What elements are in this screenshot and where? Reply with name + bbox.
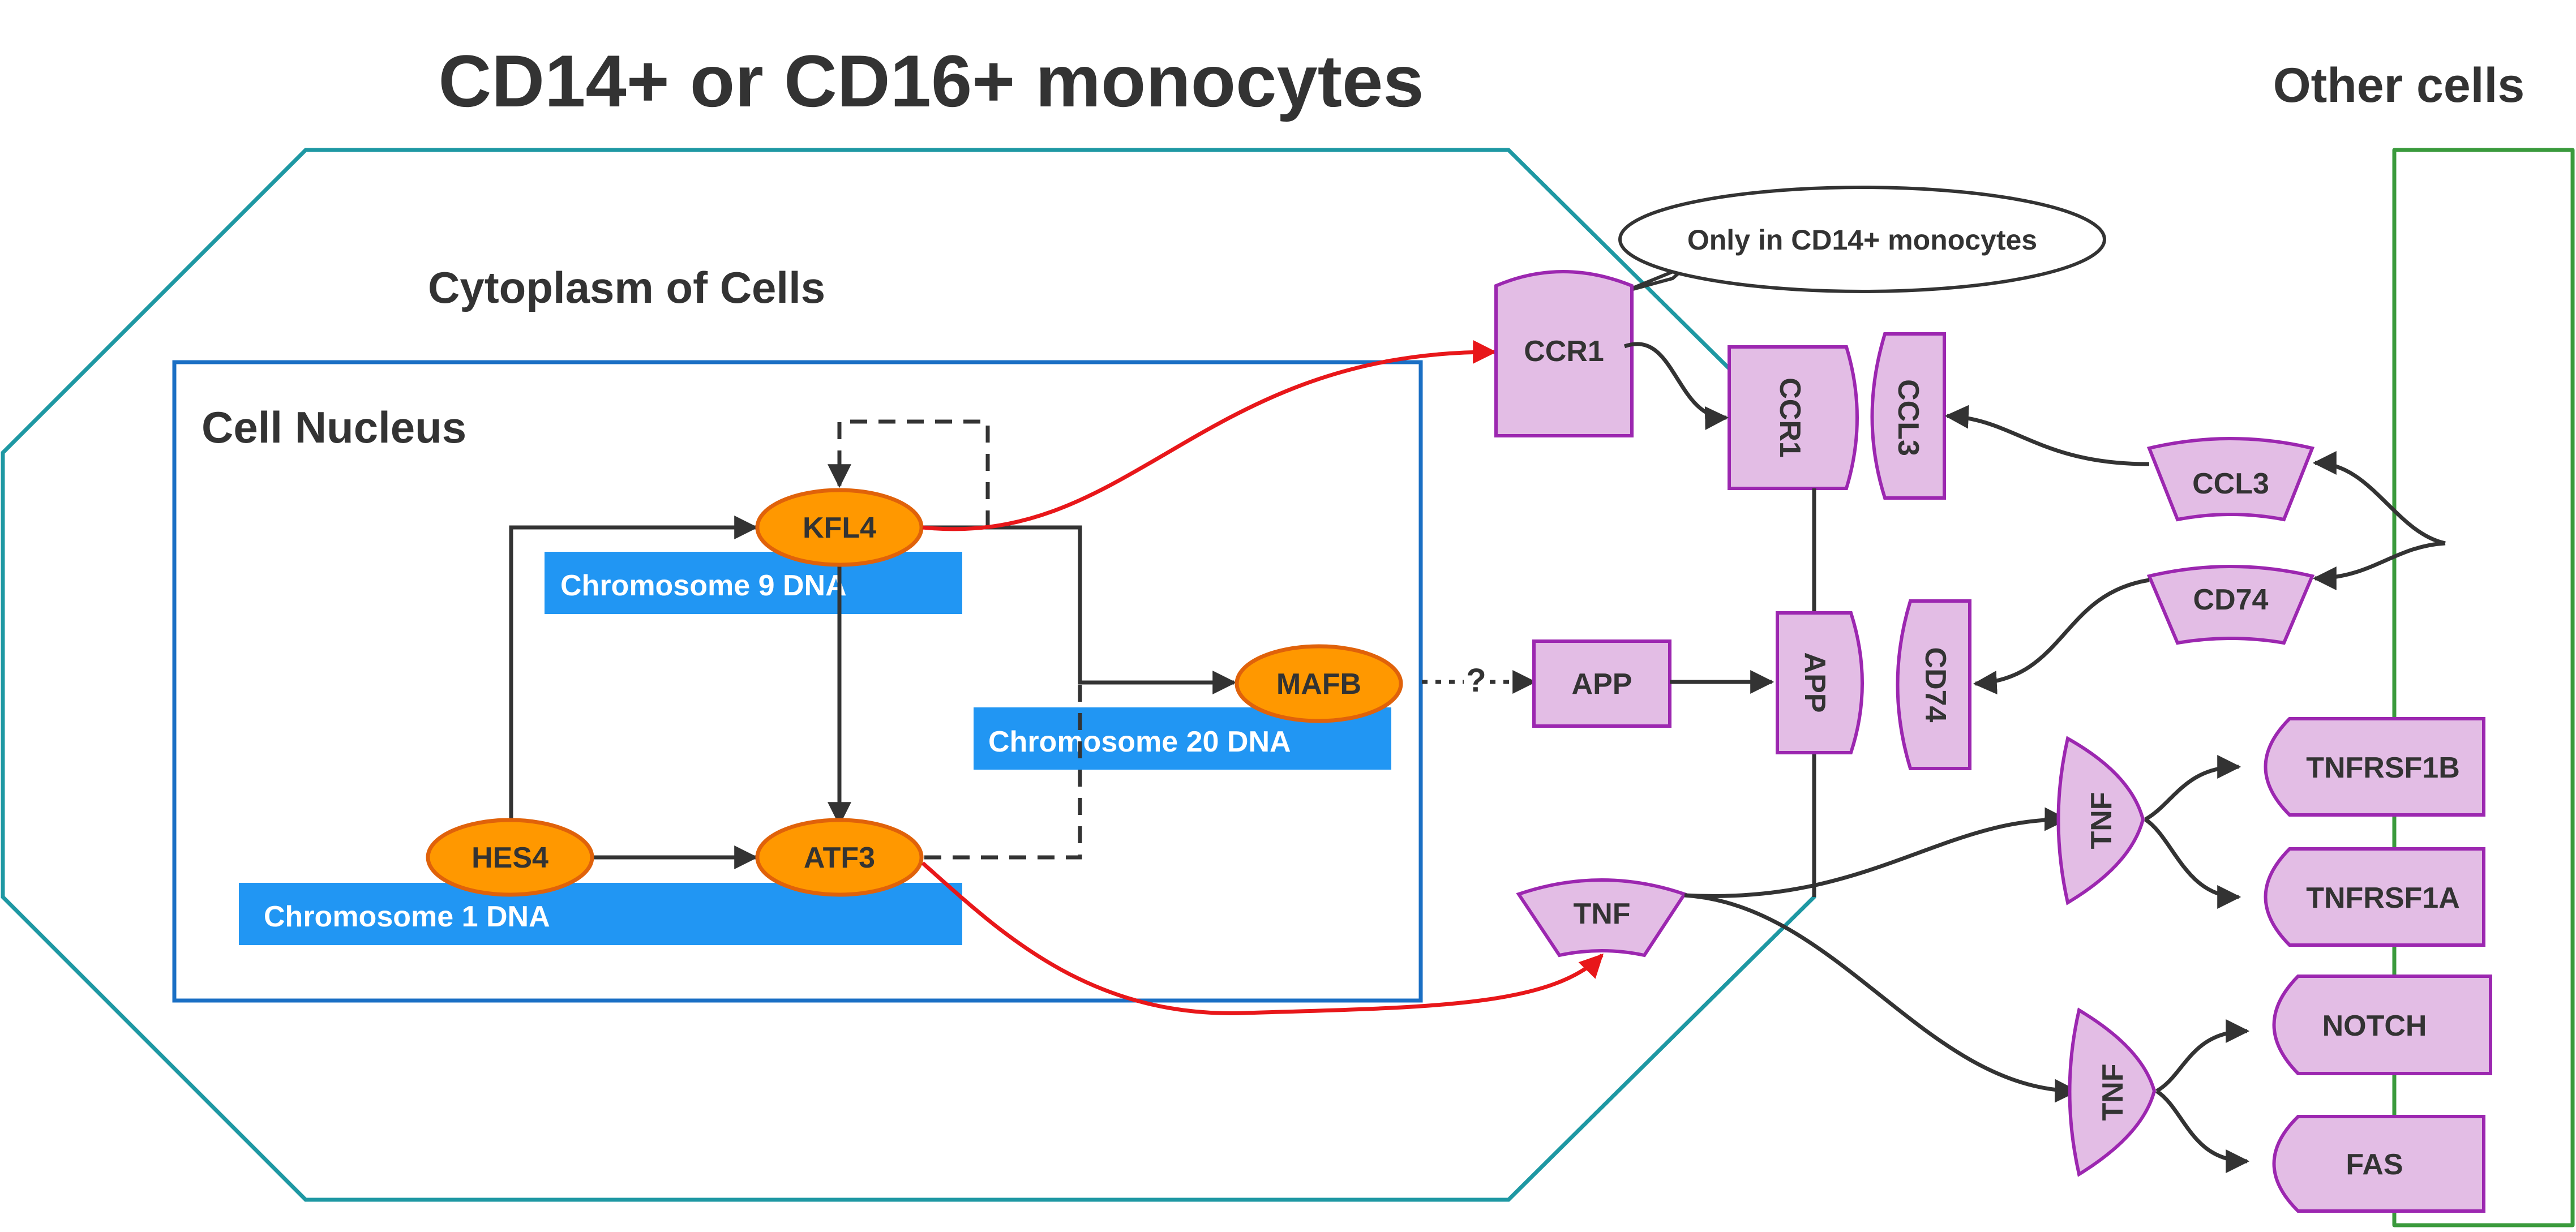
protein-app-cytoplasm [1532,639,1671,728]
gene-atf3-label: ATF3 [804,842,875,874]
protein-ccl3-extracellular [2146,437,2315,522]
gene-hes4-label: HES4 [472,842,548,874]
cell-nucleus-box [172,360,1423,1003]
gene-hes4 [426,818,594,897]
protein-notch-label: NOTCH [2322,1010,2427,1042]
edge-tnf-notch [2155,1019,2250,1093]
protein-cd74-bound [1896,599,1971,770]
protein-cd74-extracellular-label: CD74 [2193,583,2269,616]
protein-tnfrsf1b [2264,717,2485,817]
callout-text: Only in CD14+ monocytes [1687,224,2037,256]
gene-kfl4 [755,488,924,567]
protein-tnf-lower-label: TNF [2097,1063,2129,1121]
edge-othercells-ccl3 [2312,451,2446,546]
protein-tnf-lower [2068,1007,2157,1177]
other-cells-title: Other cells [2273,58,2525,113]
edge-ccr1-translocation [1623,342,1729,430]
protein-tnf-cytoplasm [1516,878,1687,958]
protein-ccl3-bound-label: CCL3 [1892,379,1925,456]
callout-bubble [1618,186,2106,293]
protein-app-membrane [1776,611,1864,754]
gene-mafb-label: MAFB [1276,668,1361,701]
edge-atf3-tnf [921,861,1604,1015]
edge-tnf-tnfrsf1b [2144,755,2241,822]
chromosome-9-label: Chromosome 9 DNA [560,569,847,602]
edge-kfl4-self-loop [828,419,990,527]
main-title: CD14+ or CD16+ monocytes [438,40,1424,122]
gene-atf3 [755,818,924,897]
protein-notch [2272,975,2492,1075]
edge-hes4-kfl4 [509,516,758,857]
chromosome-9-bar [545,552,962,614]
edge-tnf-lower [1684,893,2079,1103]
protein-ccr1-cytoplasm-label: CCR1 [1524,335,1604,368]
edge-atf3-mafb [924,682,1082,860]
edge-tnf-tnfrsf1a [2144,818,2241,909]
protein-cd74-extracellular [2146,565,2315,645]
cytoplasm-label: Cytoplasm of Cells [428,263,825,312]
protein-app-cytoplasm-label: APP [1572,668,1632,701]
protein-fas-label: FAS [2346,1148,2403,1181]
unknown-mark: ? [1466,662,1486,699]
edge-ccl3-ccr1 [1944,405,2150,466]
protein-fas [2272,1115,2485,1213]
edge-othercells-cd74 [2312,541,2446,590]
protein-ccr1-membrane [1728,345,1859,490]
edge-kfl4-mafb [923,525,1237,694]
monocyte-cell-boundary [1,148,1816,1202]
edge-tnf-fas [2155,1089,2250,1173]
chromosome-1-label: Chromosome 1 DNA [264,900,550,933]
edge-kfl4-ccr1 [922,340,1497,531]
protein-cd74-bound-label: CD74 [1919,647,1952,723]
gene-kfl4-label: KFL4 [803,512,876,544]
protein-tnf-upper [2056,736,2145,905]
protein-ccr1-cytoplasm [1494,270,1634,437]
gene-mafb [1235,644,1403,723]
protein-app-membrane-label: APP [1798,653,1831,713]
protein-tnfrsf1a [2264,847,2485,947]
protein-tnfrsf1b-label: TNFRSF1B [2306,752,2460,784]
protein-ccr1-membrane-label: CCR1 [1773,377,1806,458]
protein-tnfrsf1a-label: TNFRSF1A [2306,882,2460,915]
nucleus-label: Cell Nucleus [202,402,466,452]
protein-tnf-cytoplasm-label: TNF [1573,898,1630,930]
protein-ccl3-extracellular-label: CCL3 [2192,467,2269,500]
protein-ccl3-bound [1870,332,1946,500]
edge-cd74-binding [1973,578,2150,695]
protein-tnf-upper-label: TNF [2085,792,2118,849]
edge-tnf-upper [1684,807,2069,898]
chromosome-20-label: Chromosome 20 DNA [988,726,1291,758]
